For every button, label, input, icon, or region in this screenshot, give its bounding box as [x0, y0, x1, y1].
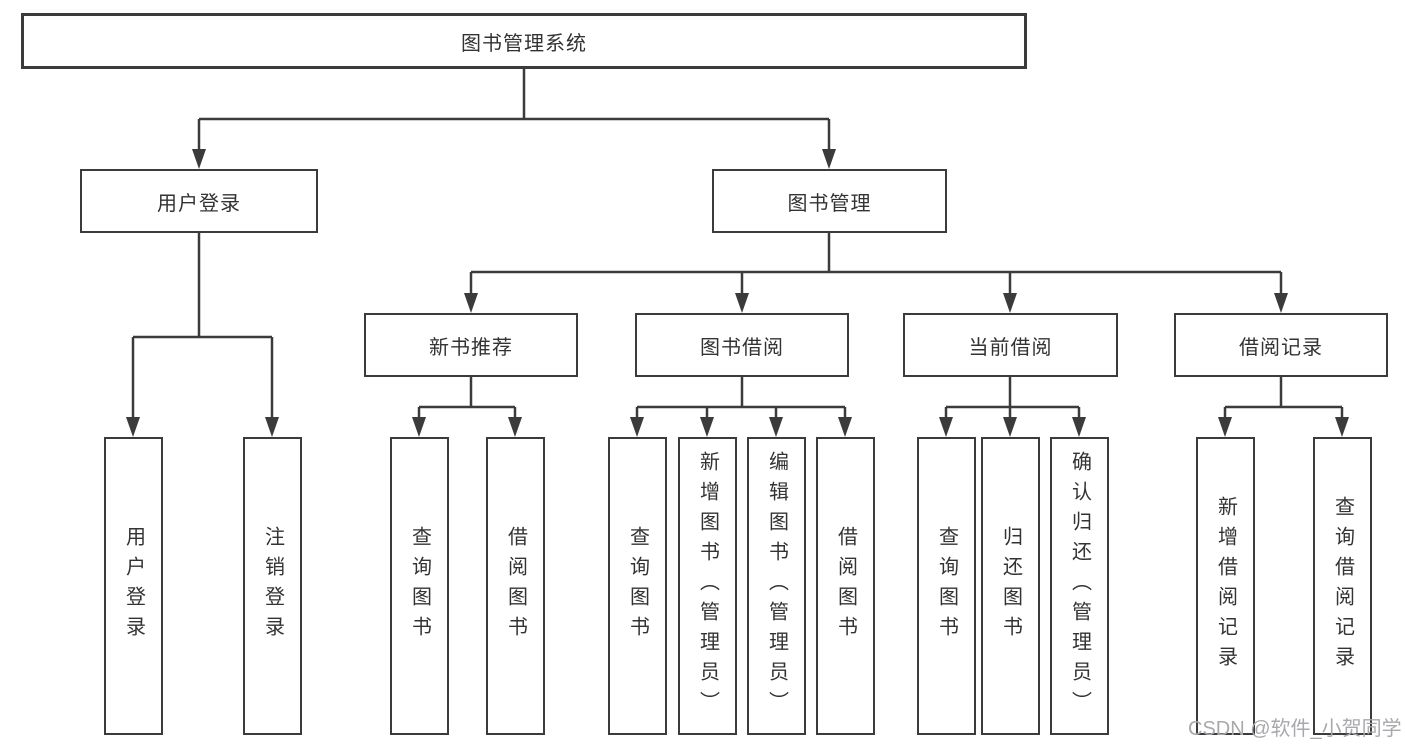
node-label: 新增借阅记录 — [1214, 496, 1237, 676]
node-new-book-recommend: 新书推荐 — [364, 313, 578, 377]
node-label: 查询图书 — [935, 526, 958, 646]
node-label: 借阅图书 — [504, 526, 527, 646]
node-user-login: 用户登录 — [80, 169, 318, 233]
arrowheads — [126, 149, 1349, 437]
node-label: 图书管理 — [787, 192, 872, 215]
node-label: 查询借阅记录 — [1331, 496, 1354, 676]
node-label: 图书借阅 — [700, 336, 784, 359]
leaf-borrow-books-borrow: 借阅图书 — [816, 437, 875, 735]
leaf-confirm-return-admin: 确认归还（管理员） — [1050, 437, 1109, 735]
node-label: 图书管理系统 — [461, 32, 587, 55]
node-label: 归还图书 — [999, 526, 1022, 646]
node-label: 借阅图书 — [834, 526, 857, 646]
leaf-add-book-admin: 新增图书（管理员） — [678, 437, 737, 735]
node-label: 用户登录 — [122, 526, 145, 646]
node-book-borrow: 图书借阅 — [635, 313, 849, 377]
node-current-borrow: 当前借阅 — [903, 313, 1118, 377]
node-label: 确认归还（管理员） — [1068, 451, 1091, 721]
node-label: 编辑图书（管理员） — [765, 451, 788, 721]
csdn-watermark: CSDN @软件_小贺同学 — [1188, 718, 1402, 740]
node-label: 查询图书 — [626, 526, 649, 646]
node-label: 新增图书（管理员） — [696, 451, 719, 721]
leaf-edit-book-admin: 编辑图书（管理员） — [747, 437, 806, 735]
node-label: 注销登录 — [261, 526, 284, 646]
leaf-logout: 注销登录 — [243, 437, 302, 735]
leaf-add-borrow-record: 新增借阅记录 — [1196, 437, 1255, 735]
leaf-query-books-current: 查询图书 — [917, 437, 976, 735]
leaf-query-borrow-record: 查询借阅记录 — [1313, 437, 1372, 735]
leaf-query-books-borrow: 查询图书 — [608, 437, 667, 735]
node-label: 新书推荐 — [429, 336, 513, 359]
leaf-query-books-recommend: 查询图书 — [390, 437, 449, 735]
node-label: 查询图书 — [408, 526, 431, 646]
node-root-library-system: 图书管理系统 — [21, 13, 1027, 69]
connector-paths — [131, 69, 1344, 428]
leaf-user-login: 用户登录 — [104, 437, 163, 735]
node-label: 用户登录 — [157, 192, 241, 215]
leaf-return-books: 归还图书 — [981, 437, 1040, 735]
node-borrow-records: 借阅记录 — [1174, 313, 1388, 377]
leaf-borrow-books-recommend: 借阅图书 — [486, 437, 545, 735]
node-book-management: 图书管理 — [712, 169, 947, 233]
node-label: 当前借阅 — [968, 336, 1053, 359]
node-label: 借阅记录 — [1239, 336, 1323, 359]
